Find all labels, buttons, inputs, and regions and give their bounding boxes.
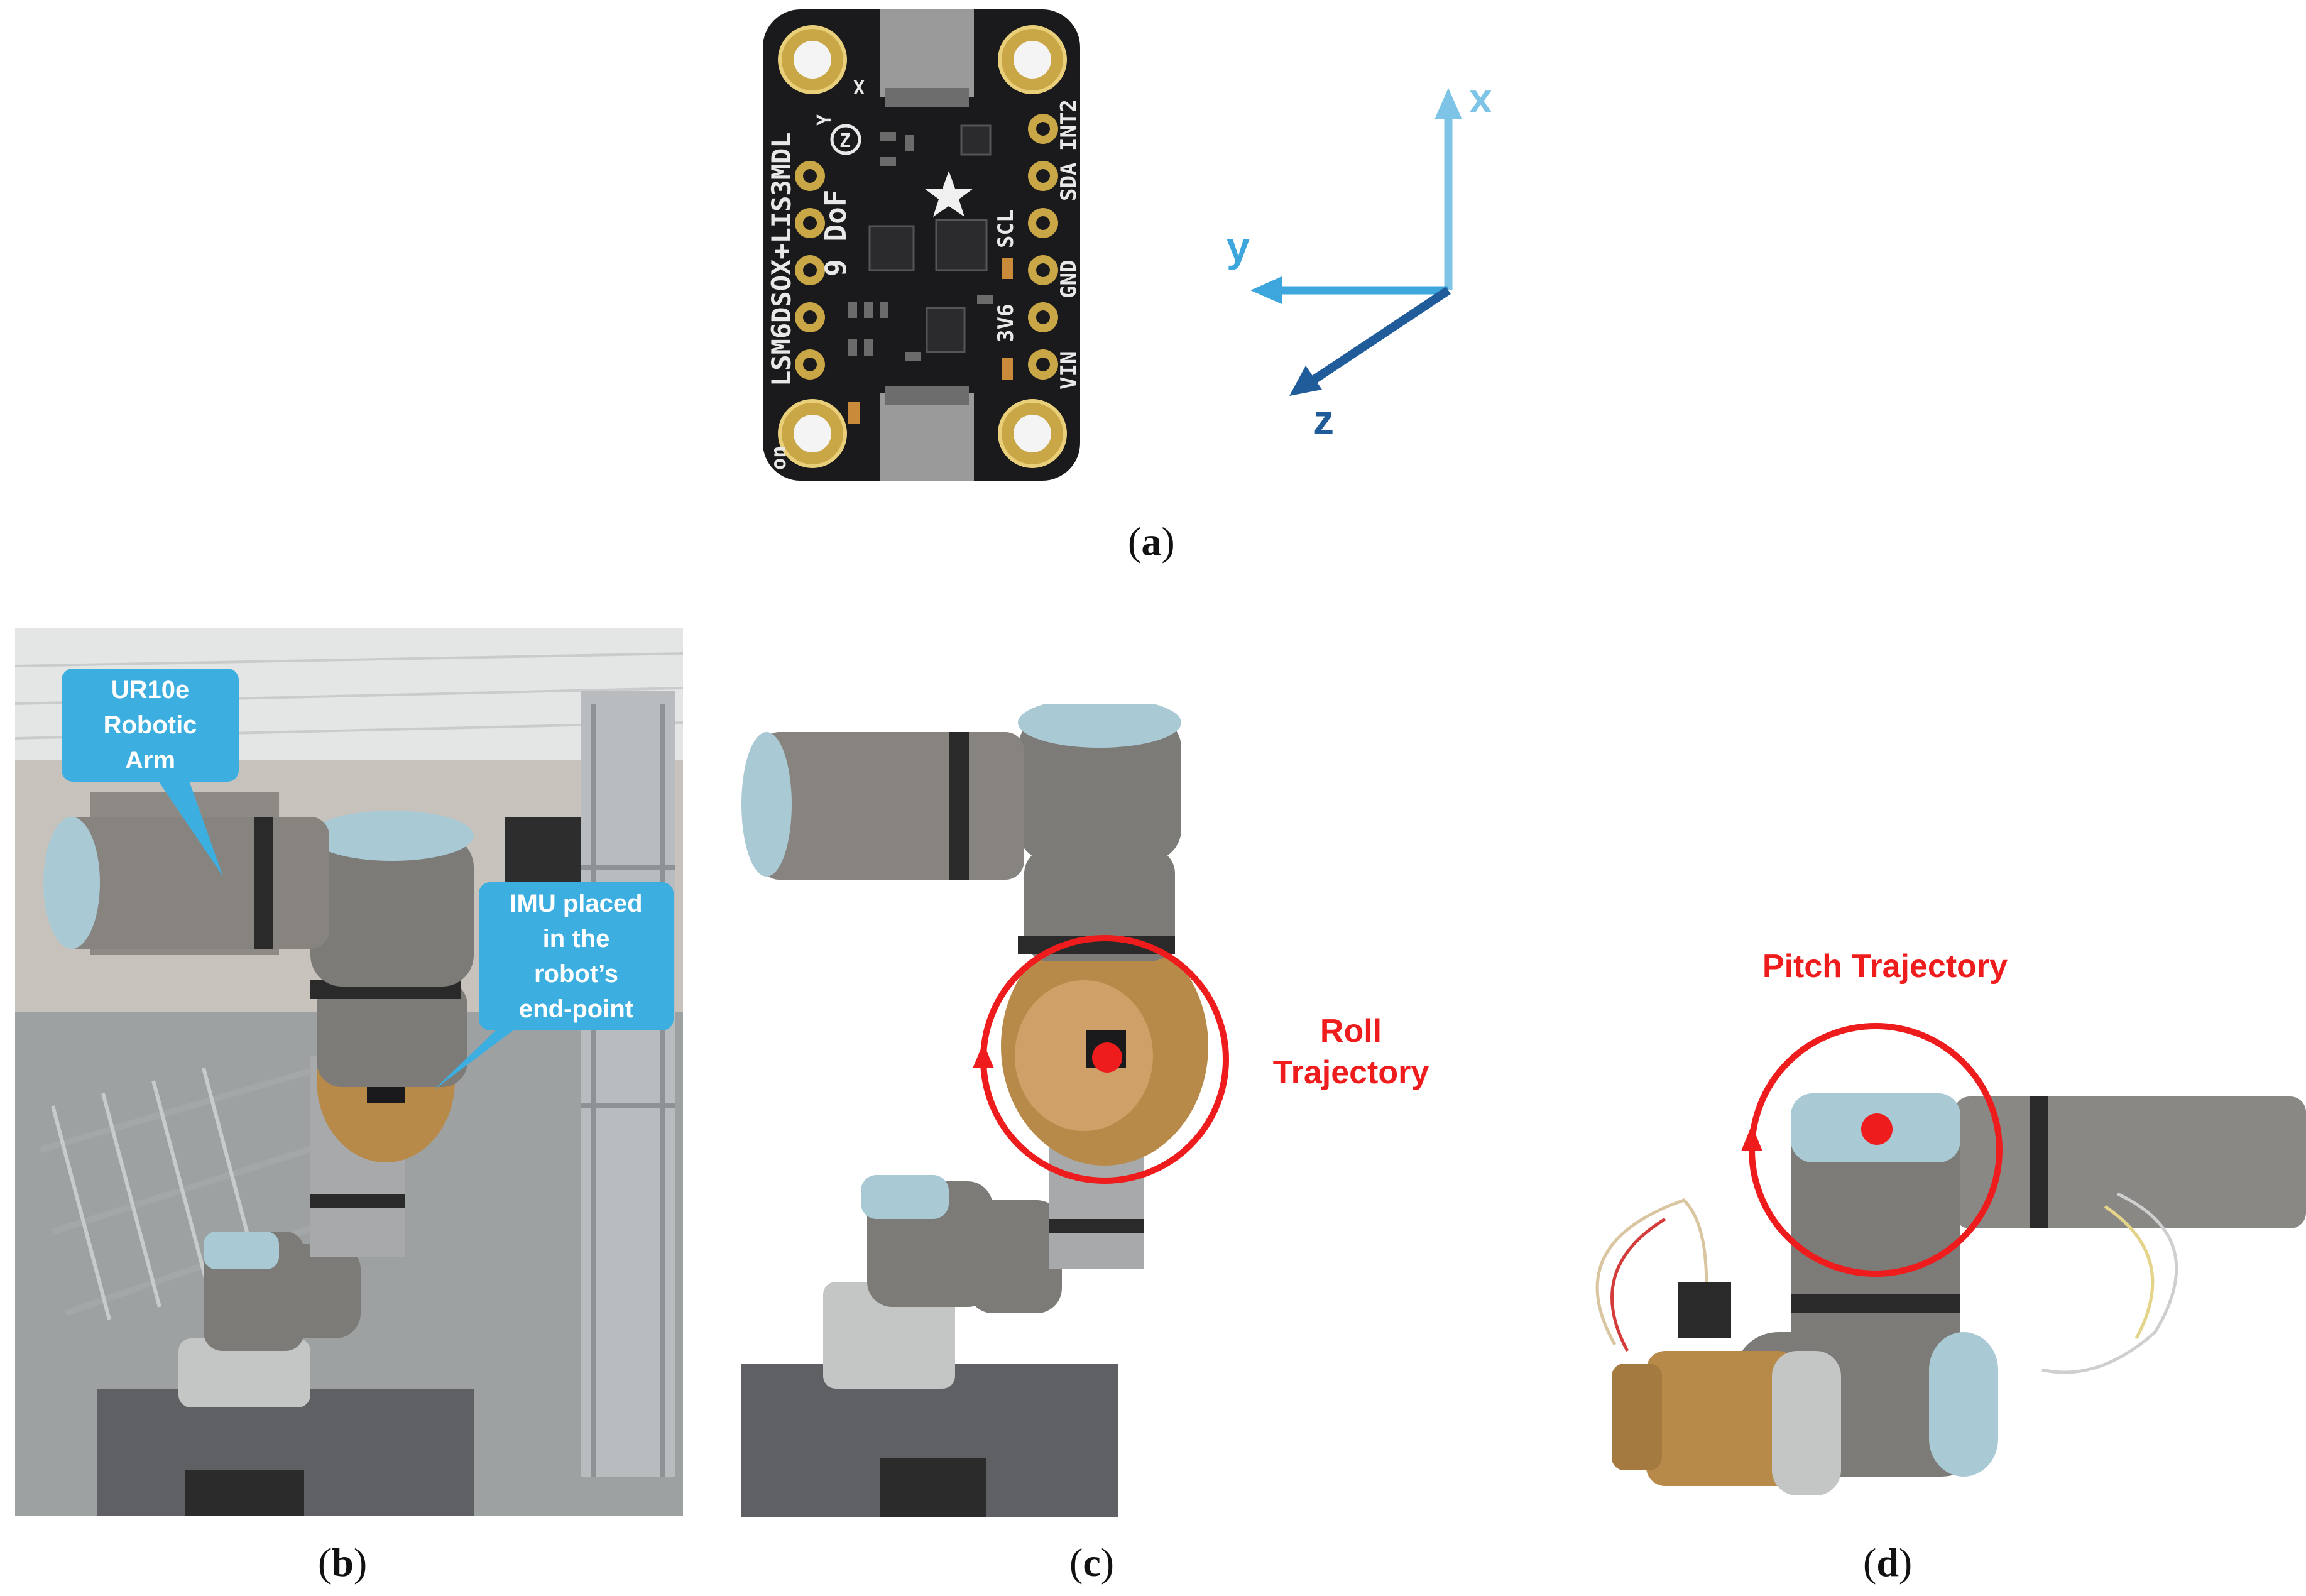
panel-c-photo bbox=[741, 704, 1232, 1517]
x-axis-label: x bbox=[1469, 75, 1492, 121]
board-part-label: LSM6DSOX+LIS3MDL bbox=[766, 132, 797, 386]
imu-board: LSM6DSOX+LIS3MDL 9 DoF INT2 SDA SCL GND … bbox=[763, 9, 1081, 481]
caption-a-letter: a bbox=[1141, 519, 1162, 564]
lab-scene bbox=[15, 628, 683, 1516]
board-axis-mark-x: X bbox=[853, 77, 865, 99]
board-switch-label: on bbox=[767, 445, 790, 470]
z-axis-arrow bbox=[1311, 287, 1451, 384]
z-axis-label: z bbox=[1313, 396, 1334, 443]
caption-c-letter: c bbox=[1083, 1540, 1101, 1585]
pin-label-sda: SDA bbox=[1056, 163, 1081, 201]
panel-d-photo bbox=[1552, 1068, 2306, 1502]
board-axis-mark-y: Y bbox=[814, 114, 836, 126]
pin-label-3v6: 3V6 bbox=[993, 304, 1019, 342]
board-pin-labels: INT2 SDA SCL GND 3V6 VIN bbox=[993, 99, 1081, 390]
coordinate-axes bbox=[1250, 88, 1462, 396]
callout-robot: UR10e Robotic Arm bbox=[62, 669, 239, 782]
board-axis-mark-z: Z bbox=[839, 130, 851, 152]
y-axis-label: y bbox=[1227, 224, 1250, 270]
pin-label-vin: VIN bbox=[1056, 351, 1081, 390]
callout-imu: IMU placed in the robot’s end-point bbox=[479, 882, 674, 1030]
caption-d: (d) bbox=[1863, 1540, 1913, 1585]
caption-c: (c) bbox=[1069, 1540, 1115, 1585]
caption-b-letter: b bbox=[331, 1540, 354, 1585]
robot-pitch-view bbox=[1595, 1093, 2306, 1495]
roll-trajectory-label: Roll Trajectory bbox=[1272, 1013, 1429, 1091]
pin-label-scl: SCL bbox=[993, 210, 1019, 248]
pin-label-gnd: GND bbox=[1056, 260, 1081, 298]
board-dof-label: 9 DoF bbox=[819, 190, 853, 276]
caption-d-letter: d bbox=[1876, 1540, 1899, 1585]
caption-b: (b) bbox=[318, 1540, 368, 1585]
caption-a: (a) bbox=[1128, 519, 1175, 564]
pitch-trajectory-label: Pitch Trajectory bbox=[1762, 948, 2008, 985]
robot-roll-view bbox=[741, 704, 1208, 1517]
pin-label-int2: INT2 bbox=[1056, 99, 1081, 151]
